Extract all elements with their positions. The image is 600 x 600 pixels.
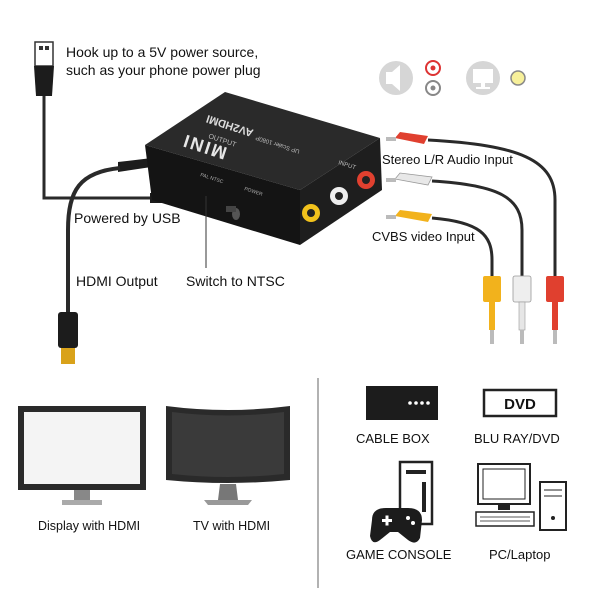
pc-icon [475, 463, 567, 531]
audio-jack-icon [425, 60, 441, 96]
video-input-label: CVBS video Input [372, 229, 475, 244]
input-port-label: INPUT [337, 160, 356, 171]
hdmi-cable [58, 156, 170, 364]
audio-input-label: Stereo L/R Audio Input [382, 152, 513, 167]
power-port-label: POWER [243, 186, 263, 198]
ntsc-switch-label: Switch to NTSC [186, 273, 285, 289]
speaker-icon [379, 61, 413, 95]
av2hdmi-adapter [145, 92, 382, 245]
blu-ray-dvd-caption: BLU RAY/DVD [474, 431, 560, 446]
cable-box-icon [366, 386, 438, 420]
red-rca-cable [386, 132, 564, 344]
power-note-line-1: Hook up to a 5V power source, [66, 44, 259, 60]
white-rca-cable [386, 172, 532, 344]
display-with-hdmi-caption: Display with HDMI [38, 519, 141, 533]
cable-box-caption: CABLE BOX [356, 431, 430, 446]
usb-power-label: Powered by USB [74, 210, 181, 226]
tv-with-hdmi-caption: TV with HDMI [193, 519, 271, 533]
curved-tv-icon [166, 406, 290, 505]
dvd-badge-label: DVD [504, 396, 536, 413]
dvd-player-icon [482, 388, 558, 418]
video-monitor-icon [466, 61, 500, 95]
video-jack-icon [510, 70, 526, 86]
hdmi-output-label: HDMI Output [76, 273, 158, 289]
game-console-caption: GAME CONSOLE [346, 547, 452, 562]
monitor-icon [18, 406, 146, 505]
game-console-icon [370, 460, 434, 543]
pc-laptop-caption: PC/Laptop [489, 547, 551, 562]
yellow-rca-cable [386, 210, 501, 344]
power-source-note: Hook up to a 5V power source, such as yo… [66, 44, 306, 79]
power-note-line-2: such as your phone power plug [66, 61, 261, 78]
